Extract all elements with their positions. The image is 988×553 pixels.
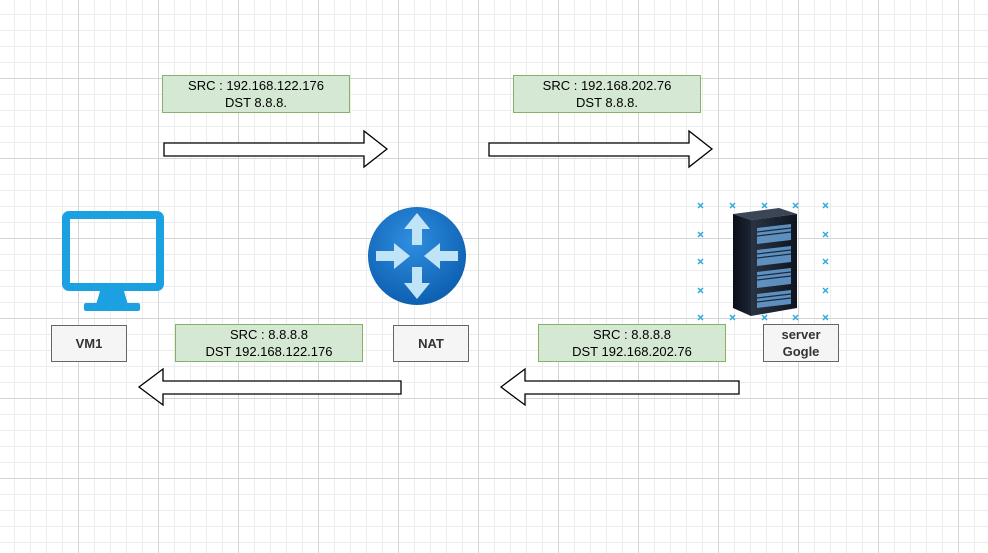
- arrow-left-return-1[interactable]: [135, 365, 405, 409]
- nat-label-text: NAT: [418, 336, 444, 351]
- server-label-line2: Gogle: [782, 344, 820, 359]
- arrow-right-outbound-2[interactable]: [485, 127, 717, 171]
- router-icon[interactable]: [366, 205, 468, 307]
- packet-dst: DST 192.168.202.76: [572, 344, 692, 359]
- packet-note-outbound-1[interactable]: SRC : 192.168.122.176 DST 8.8.8.: [162, 75, 350, 113]
- packet-src: SRC : 8.8.8.8: [229, 327, 309, 342]
- vm1-label-text: VM1: [75, 336, 103, 351]
- packet-src: SRC : 192.168.202.76: [542, 78, 672, 93]
- packet-dst: DST 8.8.8.: [576, 95, 638, 110]
- monitor-icon[interactable]: [62, 211, 166, 317]
- packet-src: SRC : 192.168.122.176: [188, 78, 324, 93]
- packet-src: SRC : 8.8.8.8: [592, 327, 672, 342]
- server-rack-icon[interactable]: [729, 204, 801, 318]
- server-label-line1: server: [781, 327, 821, 342]
- packet-dst: DST 192.168.122.176: [205, 344, 333, 359]
- selection-handles: [697, 202, 829, 321]
- packet-note-return-1[interactable]: SRC : 8.8.8.8 DST 192.168.122.176: [175, 324, 363, 362]
- arrow-left-return-2[interactable]: [497, 365, 743, 409]
- arrow-right-outbound-1[interactable]: [160, 127, 392, 171]
- packet-note-outbound-2[interactable]: SRC : 192.168.202.76 DST 8.8.8.: [513, 75, 701, 113]
- vm1-label[interactable]: VM1: [51, 325, 127, 362]
- packet-dst: DST 8.8.8.: [225, 95, 287, 110]
- server-label[interactable]: server Gogle: [763, 324, 839, 362]
- nat-label[interactable]: NAT: [393, 325, 469, 362]
- packet-note-return-2[interactable]: SRC : 8.8.8.8 DST 192.168.202.76: [538, 324, 726, 362]
